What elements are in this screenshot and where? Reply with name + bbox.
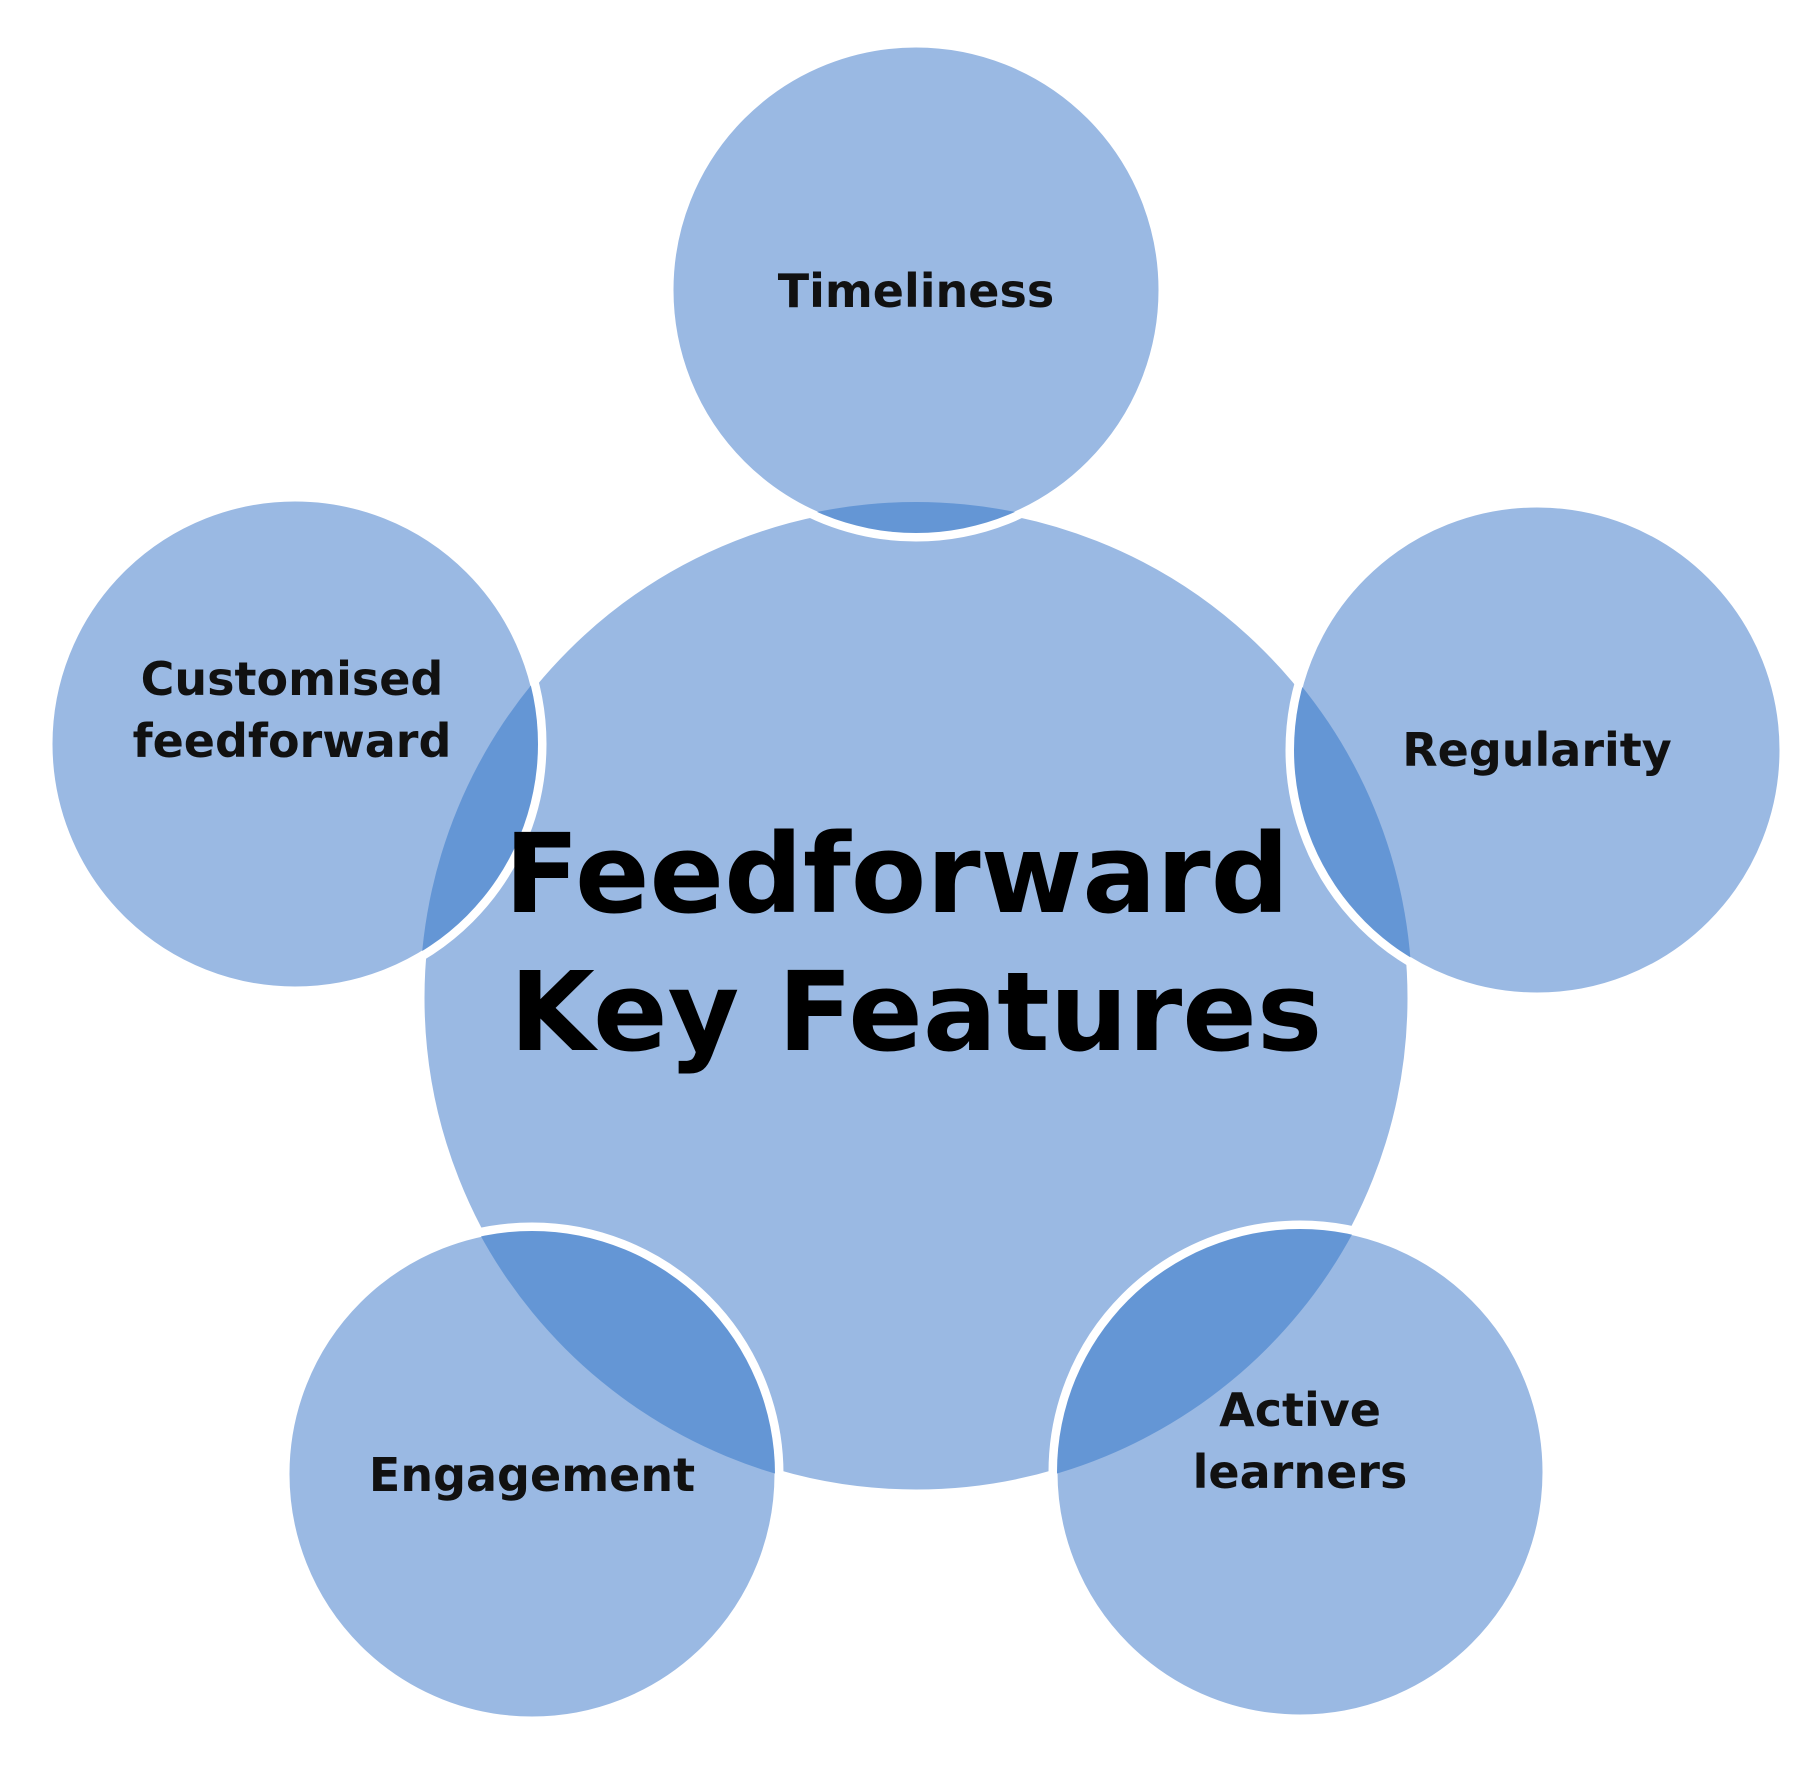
feature-label-line: learners	[1193, 1445, 1408, 1499]
feature-label-customised-feedforward: Customised feedforward	[133, 652, 452, 768]
feature-label-engagement: Engagement	[369, 1448, 695, 1502]
feature-circle-regularity	[1285, 498, 1789, 1002]
feature-circle-timeliness	[664, 38, 1168, 542]
feature-label-line: feedforward	[133, 714, 452, 768]
center-title: Feedforward Key Features	[504, 810, 1327, 1076]
feature-circle-customised-feedforward	[43, 492, 547, 996]
feature-label-line: Active	[1219, 1383, 1381, 1437]
feature-label-timeliness: Timeliness	[778, 264, 1055, 318]
feature-label-line: Engagement	[369, 1448, 695, 1502]
center-title-line-1: Feedforward	[504, 810, 1289, 938]
feature-label-regularity: Regularity	[1402, 723, 1672, 777]
labels-layer: Feedforward Key Features TimelinessRegul…	[133, 264, 1672, 1502]
feature-label-line: Regularity	[1402, 723, 1672, 777]
feature-label-line: Timeliness	[778, 264, 1055, 318]
center-title-line-2: Key Features	[510, 948, 1323, 1076]
feature-label-active-learners: Active learners	[1193, 1383, 1408, 1499]
feature-label-line: Customised	[141, 652, 444, 706]
